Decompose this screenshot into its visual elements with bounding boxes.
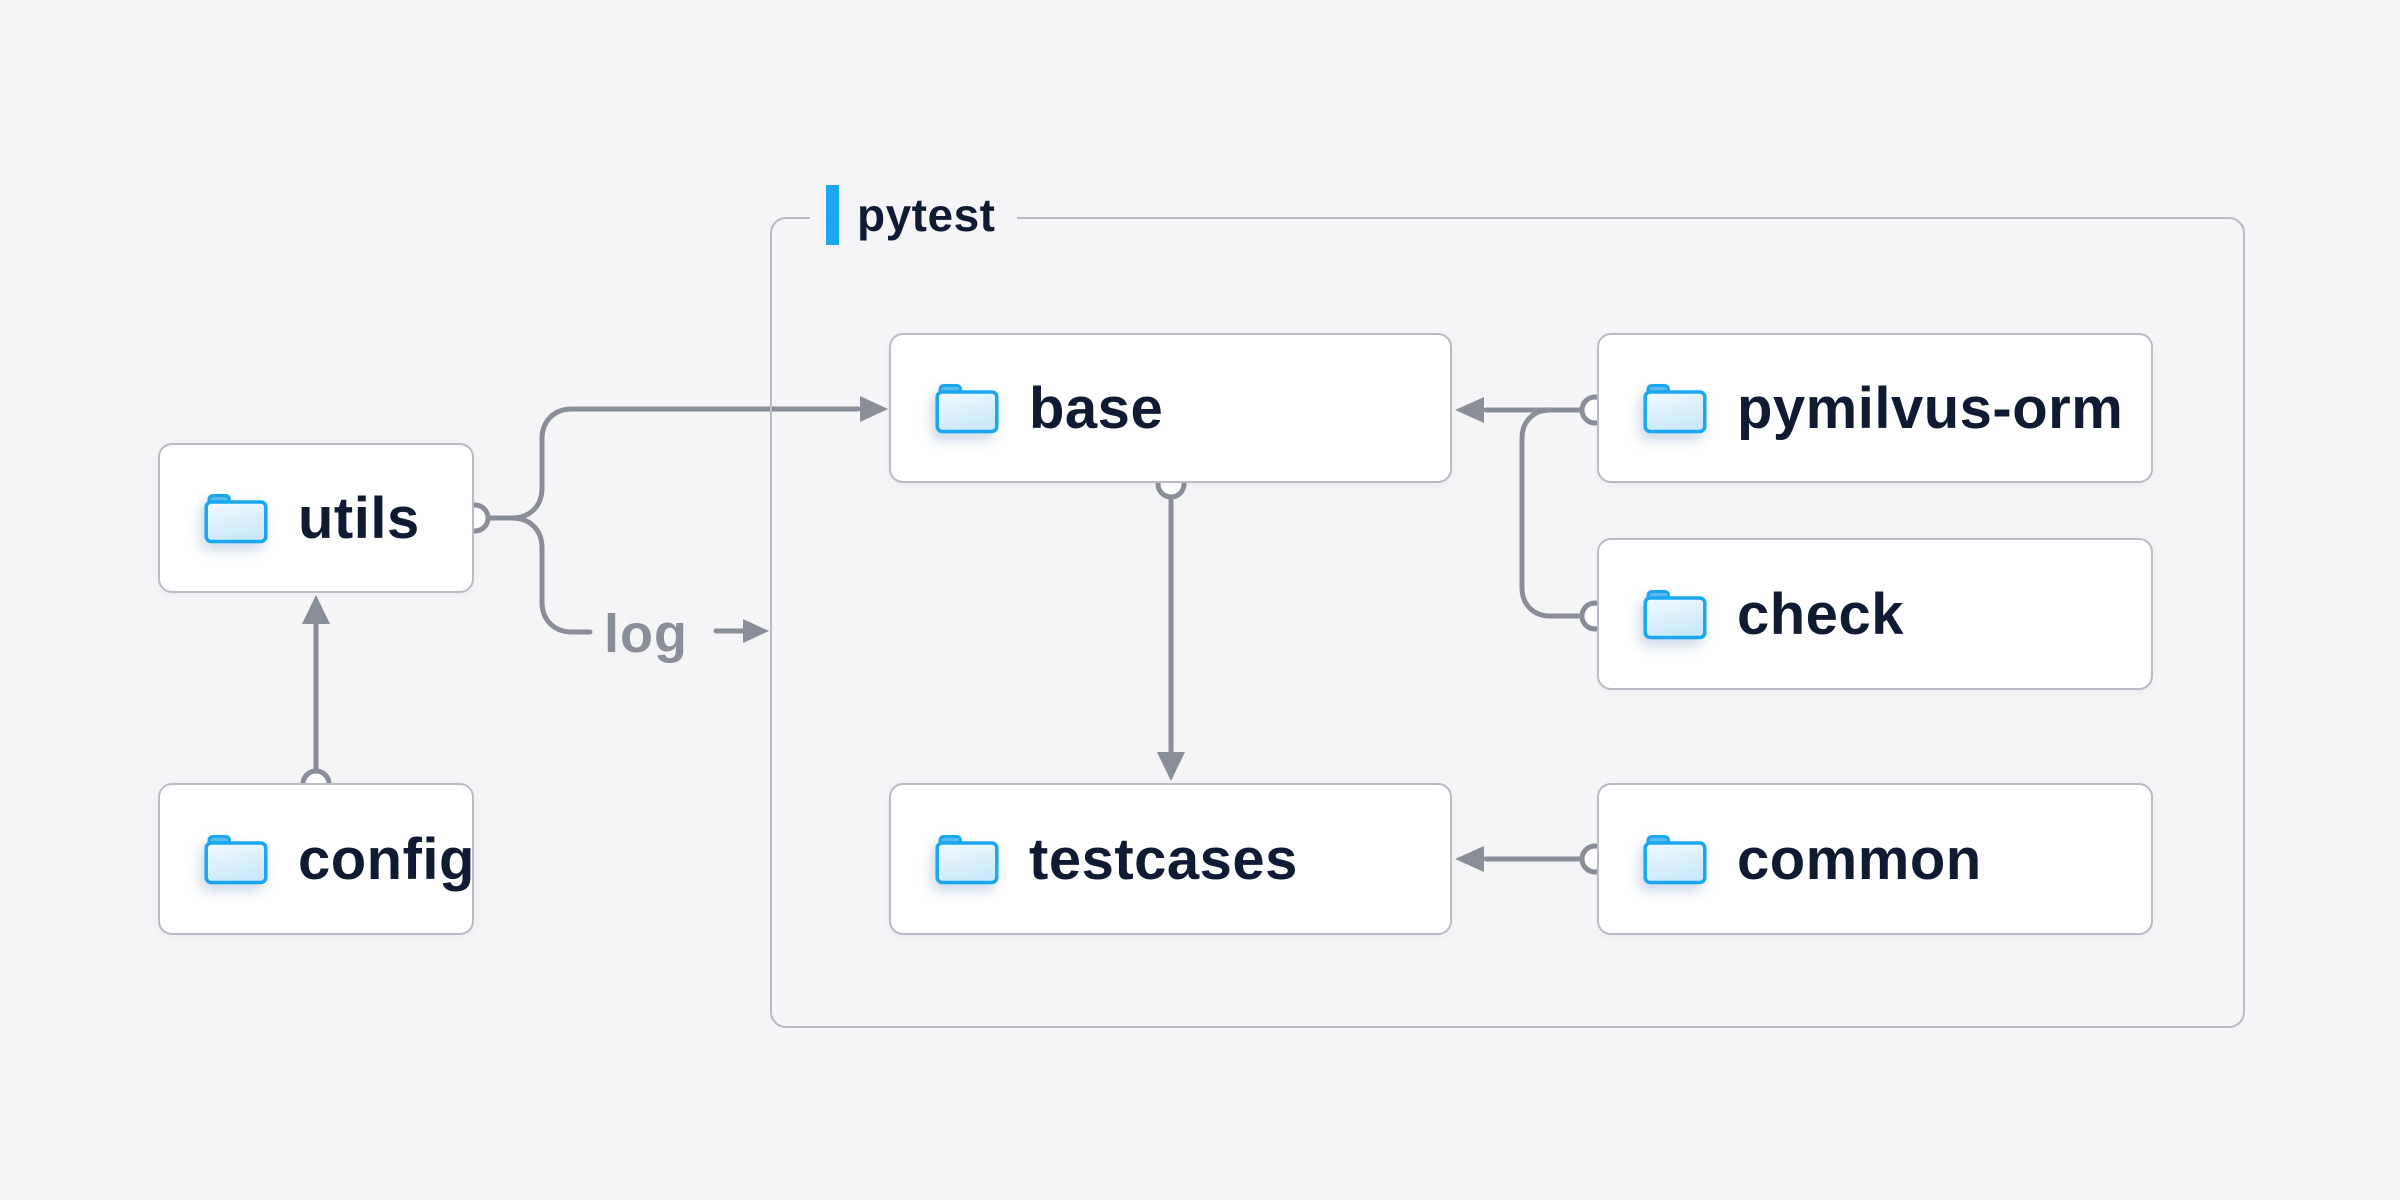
folder-icon [935,382,999,434]
group-pytest [770,217,2245,1028]
node-label: testcases [1029,826,1298,892]
node-label: check [1737,581,1904,647]
folder-icon [204,492,268,544]
edge-base-to-testcases [1155,468,1187,781]
node-common: common [1597,783,2153,935]
node-label: base [1029,375,1164,441]
folder-icon [1643,833,1707,885]
node-testcases: testcases [889,783,1452,935]
node-check: check [1597,538,2153,690]
node-label: config [298,826,475,892]
edge-config-to-utils [300,595,332,800]
edge-label-log: log [604,604,688,664]
edge-utils-to-base-and-log [459,396,888,643]
node-label: pymilvus-orm [1737,375,2124,441]
folder-icon [1643,382,1707,434]
accent-bar [826,185,839,245]
node-label: utils [298,485,420,551]
node-pymilvus-orm: pymilvus-orm [1597,333,2153,483]
node-utils: utils [158,443,474,593]
folder-icon [204,833,268,885]
group-pytest-label: pytest [810,184,1018,246]
folder-icon [1643,588,1707,640]
folder-icon [935,833,999,885]
node-base: base [889,333,1452,483]
node-config: config [158,783,474,935]
node-label: common [1737,826,1982,892]
group-title: pytest [857,189,996,241]
